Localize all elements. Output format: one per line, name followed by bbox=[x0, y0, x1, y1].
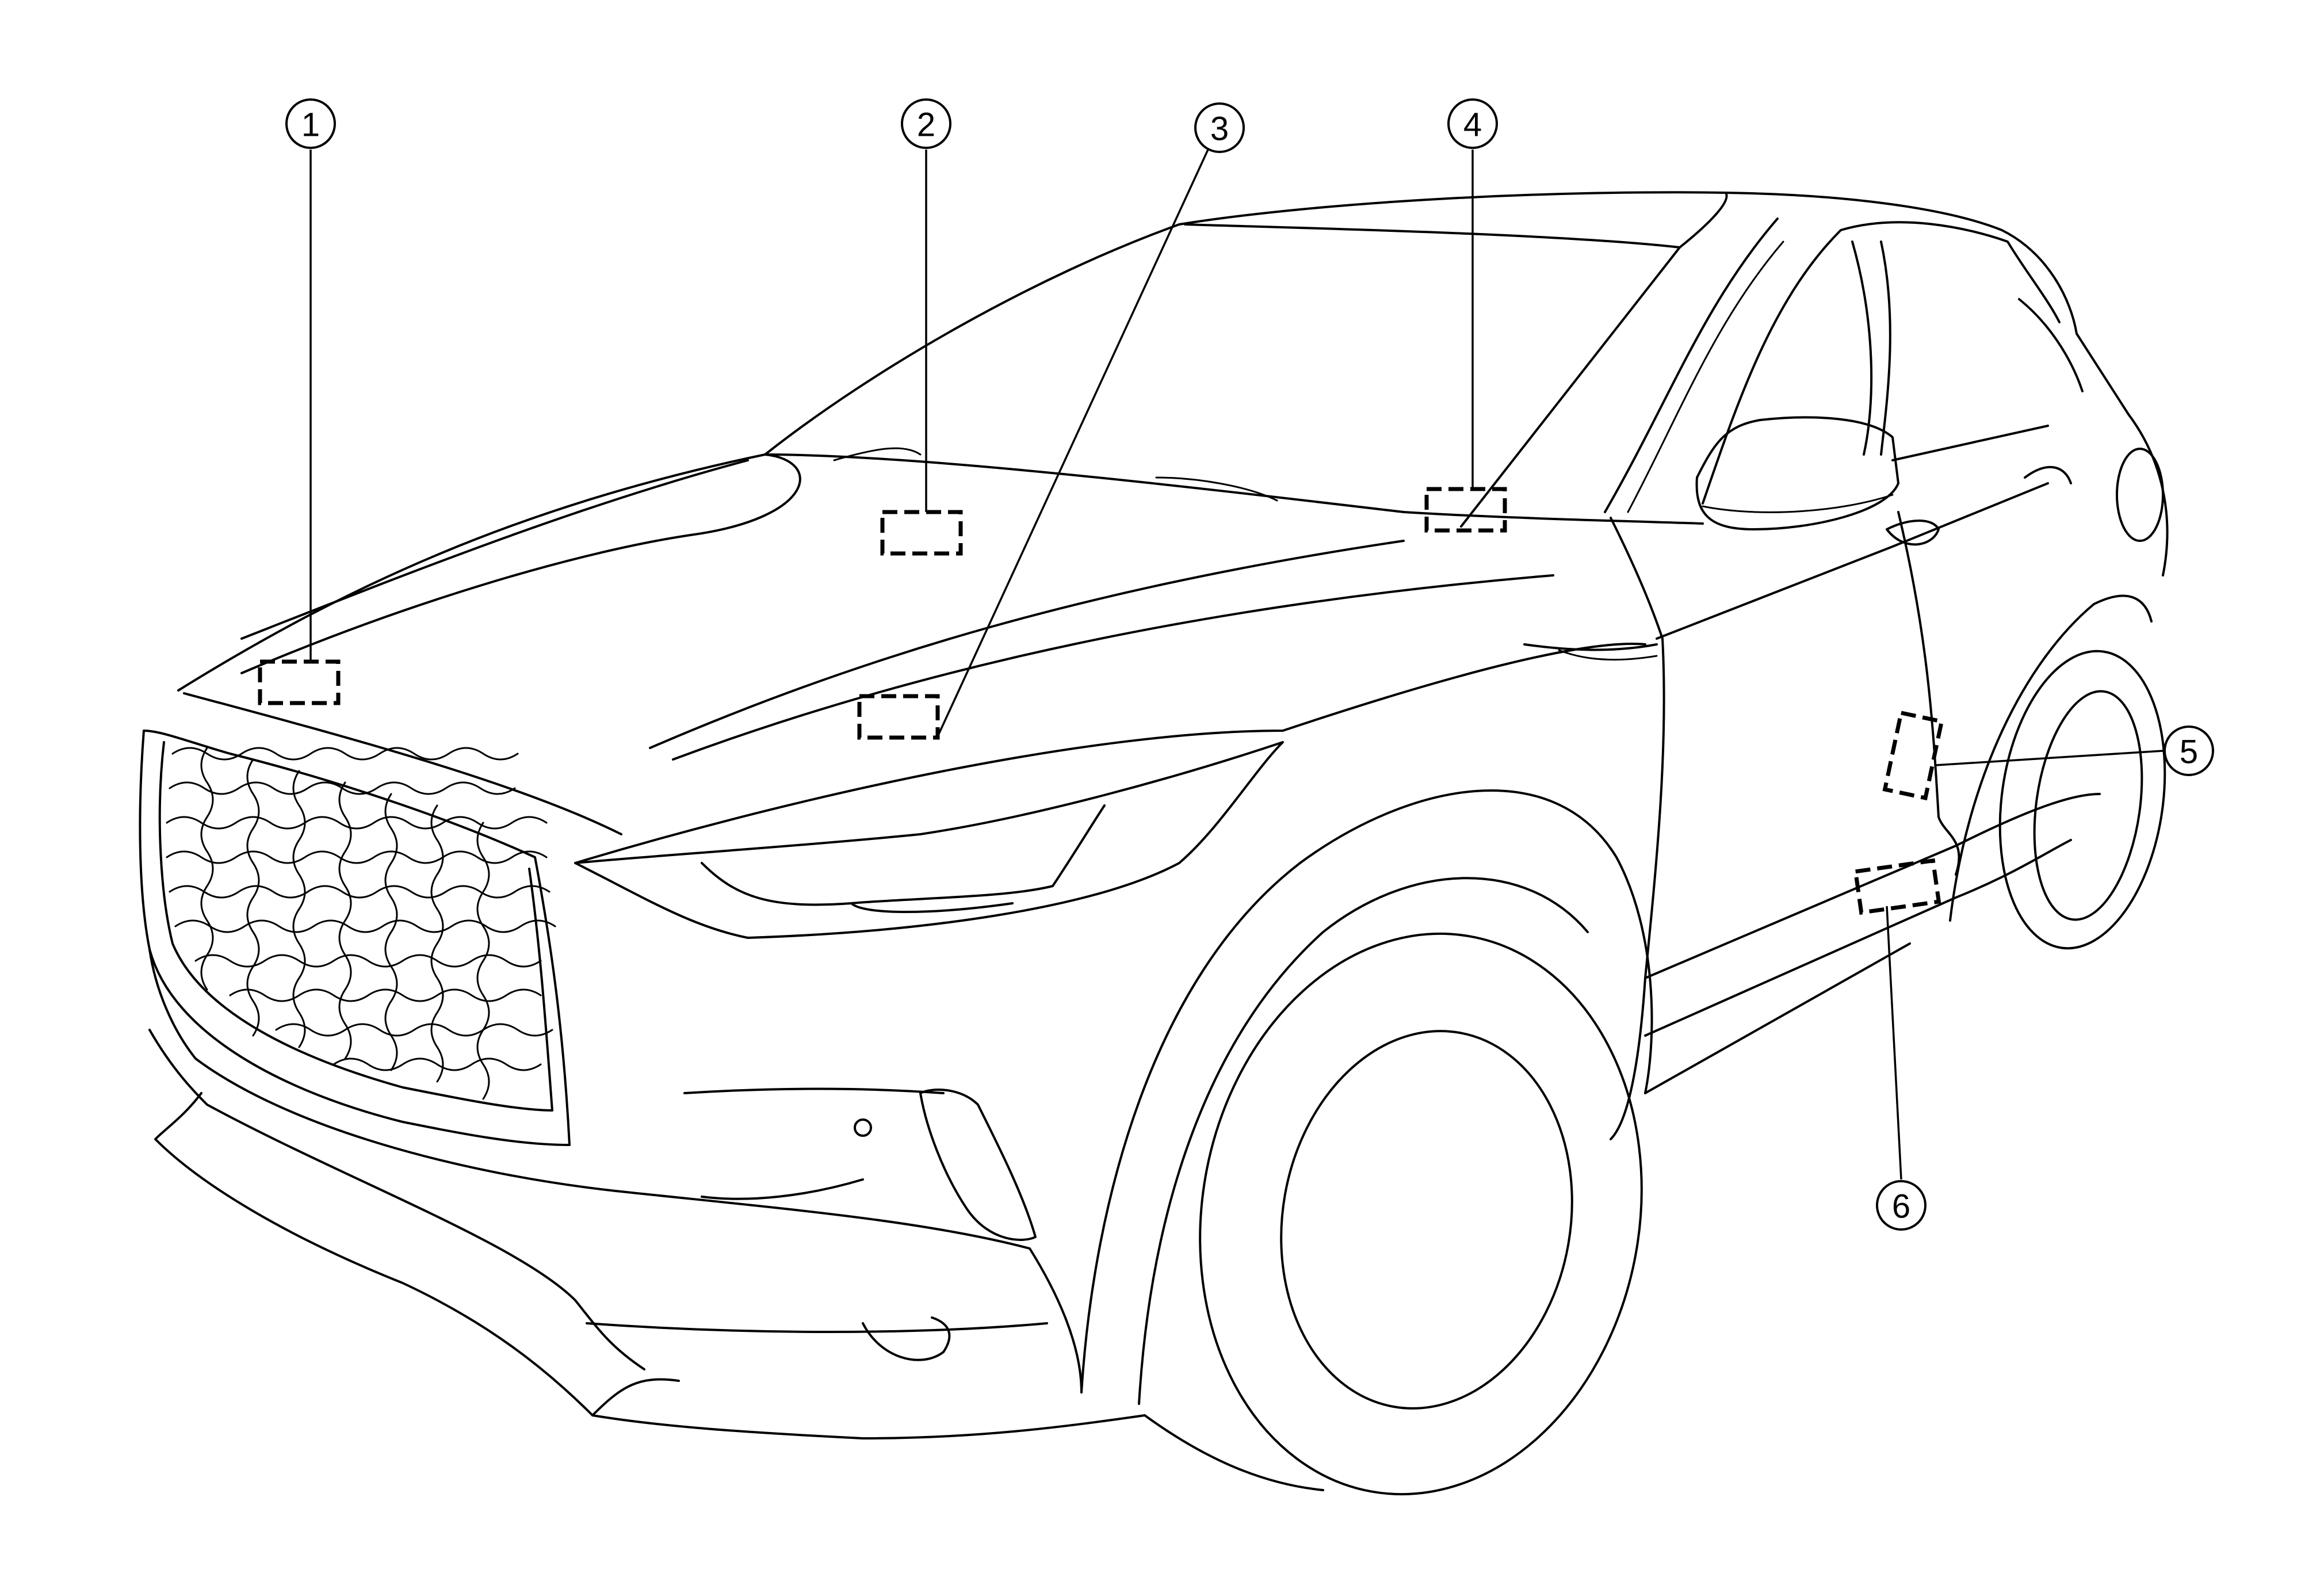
label-box-4 bbox=[1424, 487, 1507, 533]
callout-2: 2 bbox=[901, 98, 951, 149]
callout-number-2: 2 bbox=[917, 106, 935, 144]
callout-number-1: 1 bbox=[301, 106, 320, 144]
label-box-5 bbox=[1882, 710, 1944, 801]
label-box-1 bbox=[258, 659, 341, 705]
callout-number-6: 6 bbox=[1892, 1188, 1910, 1225]
callout-number-5: 5 bbox=[2180, 734, 2198, 771]
callout-number-4: 4 bbox=[1463, 106, 1482, 144]
callout-6: 6 bbox=[1876, 1180, 1927, 1231]
label-box-2 bbox=[880, 510, 963, 556]
callout-4: 4 bbox=[1447, 98, 1498, 149]
leader-lines bbox=[309, 149, 2164, 1180]
label-box-6 bbox=[1853, 858, 1941, 915]
callout-3: 3 bbox=[1194, 102, 1245, 153]
callout-5: 5 bbox=[2164, 726, 2214, 776]
callout-number-3: 3 bbox=[1210, 110, 1229, 148]
label-box-3 bbox=[857, 694, 940, 740]
label-location-boxes bbox=[258, 487, 1944, 915]
vehicle-illustration bbox=[139, 191, 2169, 1496]
callouts: 1 2 3 4 5 6 bbox=[285, 98, 2214, 1231]
callout-1: 1 bbox=[285, 98, 336, 149]
